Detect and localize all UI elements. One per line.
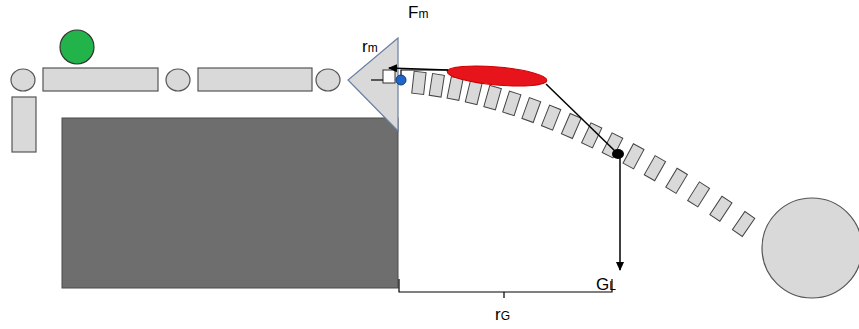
vertebra (710, 196, 732, 221)
pivot-box (383, 70, 395, 83)
vertebrae (412, 71, 755, 236)
distance-bracket (399, 279, 612, 298)
vertebra (429, 74, 444, 98)
distance-label: rG (495, 306, 510, 323)
center-of-mass (612, 149, 624, 159)
vertebra (732, 212, 754, 237)
vertebra (666, 168, 688, 193)
vertebra (644, 156, 665, 181)
vertebra (484, 85, 502, 109)
vertebra (503, 91, 521, 116)
moment-arm-tick (371, 79, 383, 80)
vertebra (465, 80, 482, 104)
vertebra (623, 144, 644, 169)
weight-arrow (619, 156, 621, 270)
limb-segments (11, 68, 340, 152)
force-label: Fm (408, 4, 428, 21)
vertebra (541, 105, 560, 130)
vertebra (522, 98, 541, 123)
end-mass (762, 198, 859, 298)
muscle (446, 63, 547, 90)
head-triangle (348, 38, 398, 131)
tendon-line (401, 70, 448, 80)
weight-label: GL (596, 276, 616, 293)
body-block (62, 118, 398, 288)
muscle-tendon (546, 84, 616, 152)
moment-arm-label: rm (362, 38, 378, 55)
vertebra (561, 114, 581, 139)
green-ball (60, 30, 94, 64)
vertebra (447, 77, 463, 101)
vertebra (688, 182, 710, 207)
pivot-dot (396, 75, 406, 85)
vertebra (412, 71, 426, 94)
